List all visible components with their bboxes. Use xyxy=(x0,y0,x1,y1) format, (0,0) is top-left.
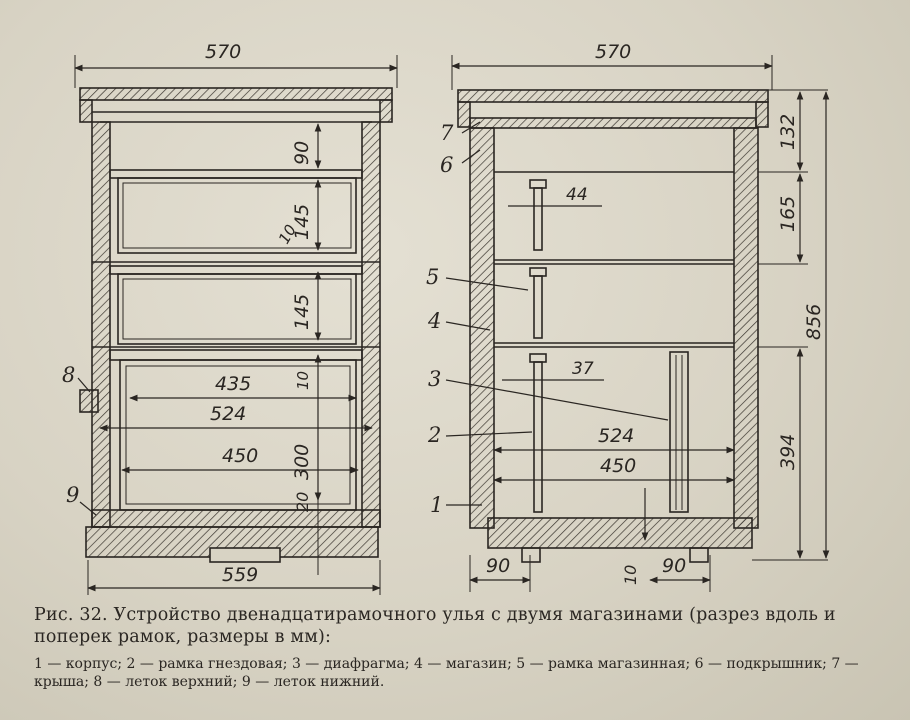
label-3: 3 xyxy=(428,367,441,391)
right-wall xyxy=(361,121,381,528)
roof-right xyxy=(379,99,393,123)
label-2: 2 xyxy=(427,423,441,447)
roof-top xyxy=(79,87,393,101)
dim-left-145a: 145 xyxy=(291,204,313,240)
dim-right-10: 10 xyxy=(621,565,640,585)
dim-right-856: 856 xyxy=(803,304,825,340)
figure-caption: Рис. 32. Устройство двенадцатирамочного … xyxy=(34,605,836,647)
label-6: 6 xyxy=(440,153,453,177)
dim-right-90b: 90 xyxy=(662,555,686,577)
label-1: 1 xyxy=(430,493,443,517)
dim-left-450: 450 xyxy=(222,445,258,467)
right-right-wall xyxy=(733,127,759,529)
dim-right-394: 394 xyxy=(777,434,799,470)
bottom-board xyxy=(91,509,381,528)
right-section-view xyxy=(445,55,830,592)
dim-left-300: 300 xyxy=(291,444,313,480)
dim-left-90: 90 xyxy=(291,141,313,165)
dim-left-570: 570 xyxy=(205,41,241,63)
label-9: 9 xyxy=(66,483,79,507)
dim-right-450: 450 xyxy=(600,455,636,477)
dim-left-10b: 10 xyxy=(294,371,312,390)
roof-top-right xyxy=(457,89,769,103)
dim-left-435: 435 xyxy=(215,373,251,395)
left-wall xyxy=(91,121,111,528)
left-section-view xyxy=(74,55,398,595)
dim-right-165: 165 xyxy=(777,196,799,232)
dim-right-524: 524 xyxy=(598,425,634,447)
dim-left-559: 559 xyxy=(222,564,258,586)
roof-left xyxy=(79,99,93,123)
dim-left-524: 524 xyxy=(210,403,246,425)
diaphragm xyxy=(669,351,689,513)
dim-right-570: 570 xyxy=(595,41,631,63)
hive-drawing: 570 90 145 10 145 435 10 524 450 300 20 … xyxy=(62,41,830,595)
label-4: 4 xyxy=(427,309,441,333)
dim-right-132: 132 xyxy=(777,114,799,150)
dim-right-90a: 90 xyxy=(486,555,510,577)
label-8: 8 xyxy=(62,363,75,387)
dim-left-20: 20 xyxy=(293,492,312,512)
dim-right-44: 44 xyxy=(566,185,588,205)
label-7: 7 xyxy=(440,121,454,145)
figure-legend: 1 — корпус; 2 — рамка гнездовая; 3 — диа… xyxy=(34,656,859,690)
dim-left-145b: 145 xyxy=(291,294,313,330)
label-5: 5 xyxy=(426,265,439,289)
dim-right-37: 37 xyxy=(572,359,594,379)
